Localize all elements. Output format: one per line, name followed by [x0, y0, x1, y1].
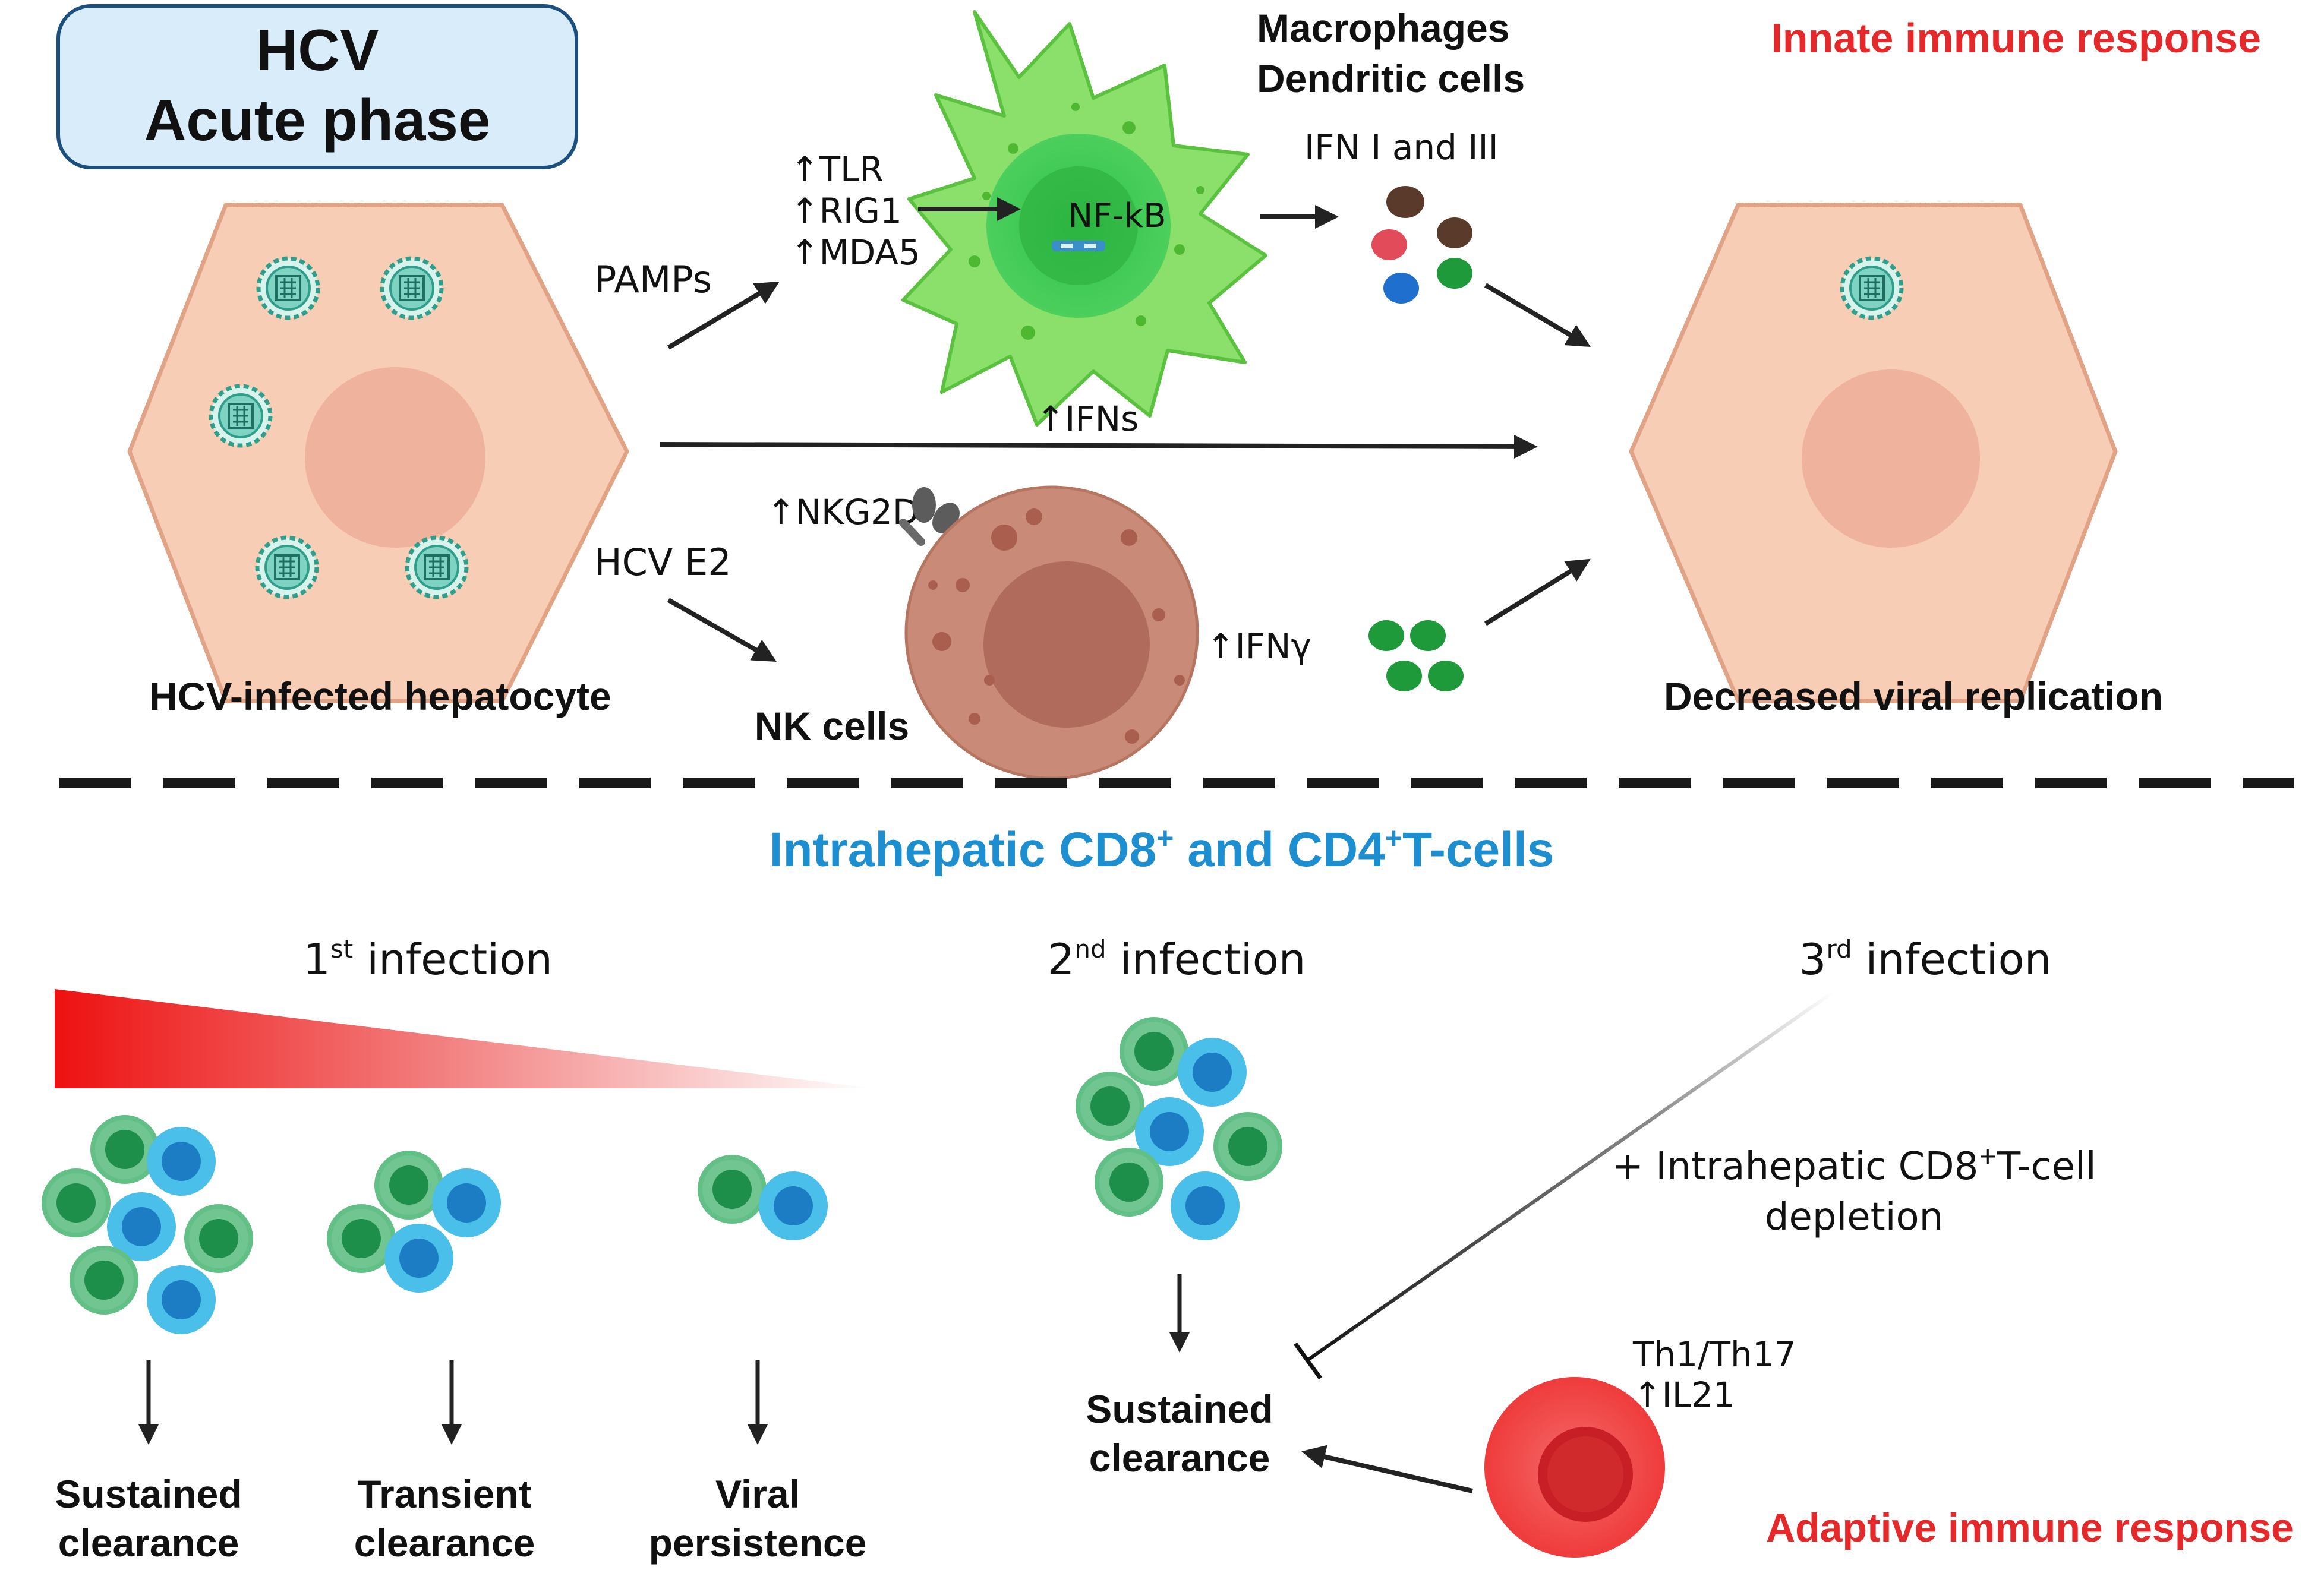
ifn-to-hepatocyte-arrow	[1484, 283, 1591, 348]
outcome-sustained2-1: Sustained	[1086, 1387, 1273, 1431]
innate-title: Innate immune response	[1771, 15, 2261, 61]
decreased-label: Decreased viral replication	[1664, 674, 2163, 718]
nk-label: NK cells	[755, 704, 909, 748]
header-line2: Acute phase	[144, 87, 491, 153]
virus-icon	[407, 538, 466, 597]
receptor-tlr: ↑TLR	[790, 149, 884, 189]
virus-icon	[258, 258, 318, 318]
receptor-mda5: ↑MDA5	[790, 232, 920, 273]
hepatocyte-label: HCV-infected hepatocyte	[149, 674, 611, 718]
first-infection-label: 1st infection	[303, 934, 553, 984]
virus-icon	[211, 386, 270, 446]
header-box	[56, 4, 578, 169]
third-infection-inhibition-line	[1306, 990, 1834, 1362]
adaptive-title: Adaptive immune response	[1766, 1505, 2294, 1550]
hcv-e2-arrow	[667, 598, 777, 662]
macrophages-line1: Macrophages	[1257, 6, 1509, 50]
outcome-sustained-2: clearance	[58, 1521, 239, 1565]
ifn-molecules	[1371, 186, 1472, 304]
outcome-persistence-1: Viral	[715, 1472, 800, 1516]
header-line1: HCV	[256, 17, 379, 83]
depletion-line2: depletion	[1765, 1195, 1943, 1239]
outcome-transient-2: clearance	[354, 1521, 535, 1565]
virus-icon	[382, 258, 442, 318]
tcell-title: Intrahepatic CD8+ and CD4+T-cells	[770, 822, 1554, 877]
th-cell	[1484, 1377, 1665, 1558]
inhibition-bar	[1294, 1342, 1322, 1380]
ifn-gamma-molecules	[1368, 620, 1464, 691]
outcome-sustained2-2: clearance	[1089, 1436, 1270, 1480]
second-infection-label: 2nd infection	[1048, 934, 1306, 984]
macrophage-cell	[901, 10, 1267, 427]
pamps-label: PAMPs	[594, 258, 712, 301]
tcell-cluster-medium	[327, 1151, 501, 1293]
th-to-clearance-arrow	[1301, 1445, 1473, 1493]
nk-cell	[904, 485, 1199, 780]
nfkb-label: NF-kB	[1068, 197, 1166, 235]
virus-icon	[257, 538, 317, 597]
outcome-persistence-2: persistence	[649, 1521, 867, 1565]
outcome-transient-1: Transient	[357, 1472, 531, 1516]
depletion-line1: + Intrahepatic CD8+T-cell	[1612, 1143, 2096, 1189]
outcome-sustained-1: Sustained	[55, 1472, 242, 1516]
nkg2d-label: ↑NKG2D	[767, 492, 919, 532]
infected-hepatocyte	[127, 203, 629, 703]
macrophages-line2: Dendritic cells	[1257, 56, 1525, 100]
tcell-cluster-second	[1076, 1017, 1282, 1240]
response-strength-wedge	[55, 989, 874, 1088]
ifn-gamma-label: ↑IFNγ	[1206, 626, 1311, 667]
tcell-cluster-small	[698, 1155, 828, 1240]
ifn-gamma-arrow	[1484, 558, 1591, 626]
ifns-label: ↑IFNs	[1036, 399, 1139, 439]
ifns-arrow	[659, 434, 1538, 459]
recovered-hepatocyte	[1629, 203, 2118, 703]
th-line2: ↑IL21	[1633, 1375, 1735, 1415]
receptor-rig1: ↑RIG1	[790, 191, 902, 231]
hcv-e2-label: HCV E2	[594, 541, 731, 584]
ifn-i-iii-label: IFN I and III	[1304, 127, 1499, 168]
tcell-cluster-large	[42, 1115, 253, 1334]
th-line1: Th1/Th17	[1632, 1334, 1796, 1375]
pamps-arrow	[667, 281, 780, 350]
virus-icon	[1842, 258, 1902, 318]
third-infection-label: 3rd infection	[1799, 934, 2052, 984]
